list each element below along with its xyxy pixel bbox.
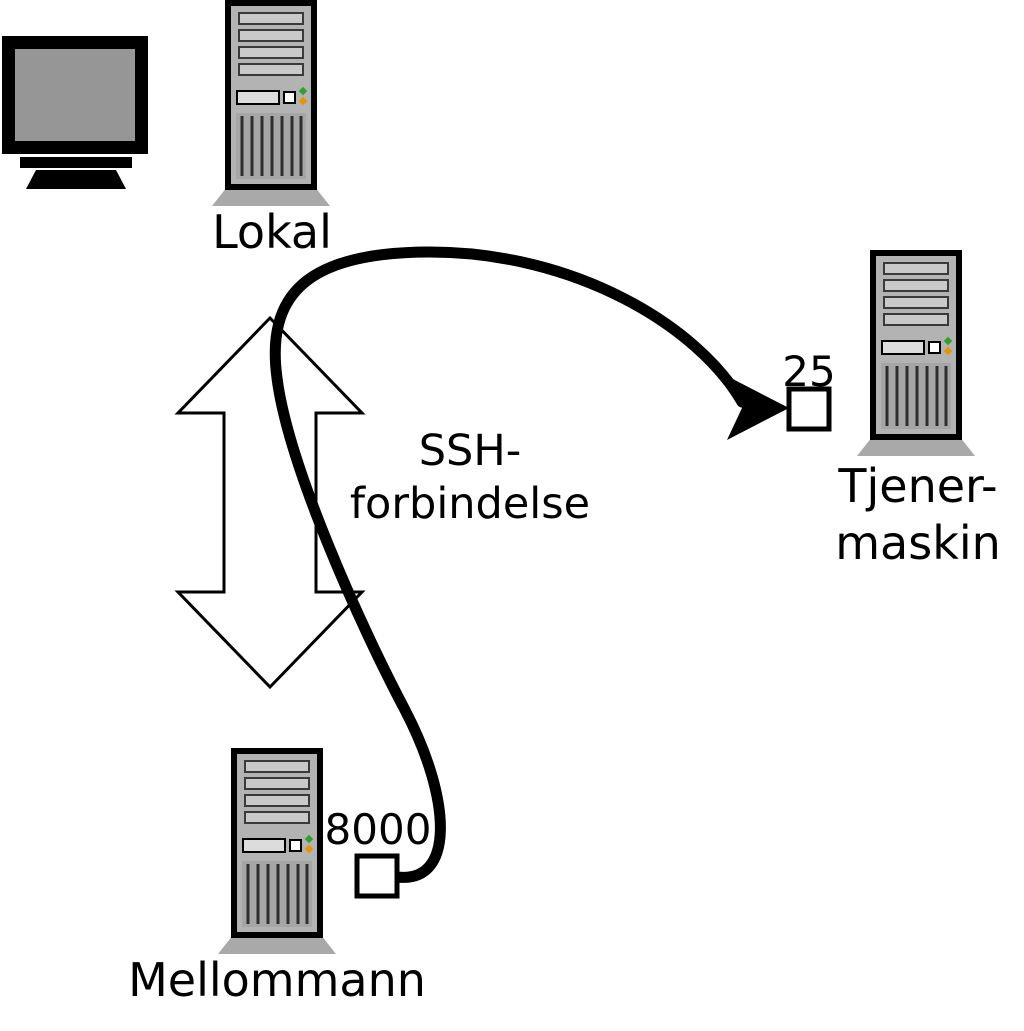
tunnel-arrowhead-icon (727, 376, 789, 440)
local-label: Lokal (212, 205, 332, 259)
monitor-icon (2, 36, 148, 189)
server-computer-icon (857, 253, 975, 456)
server-port-square (786, 386, 832, 432)
local-computer-icon (212, 3, 330, 206)
middleman-computer-icon (218, 751, 336, 954)
ssh-connection-label: SSH- forbindelse (349, 426, 591, 530)
middleman-port-square (354, 853, 400, 899)
double-headed-arrow-icon (174, 315, 366, 690)
curved-tunnel-arrow-icon (269, 246, 748, 883)
server-port-label: 25 (782, 347, 836, 396)
middleman-label: Mellommann (128, 953, 426, 1007)
middleman-port-label: 8000 (324, 805, 432, 854)
server-label: Tjener- maskin (835, 459, 1001, 571)
